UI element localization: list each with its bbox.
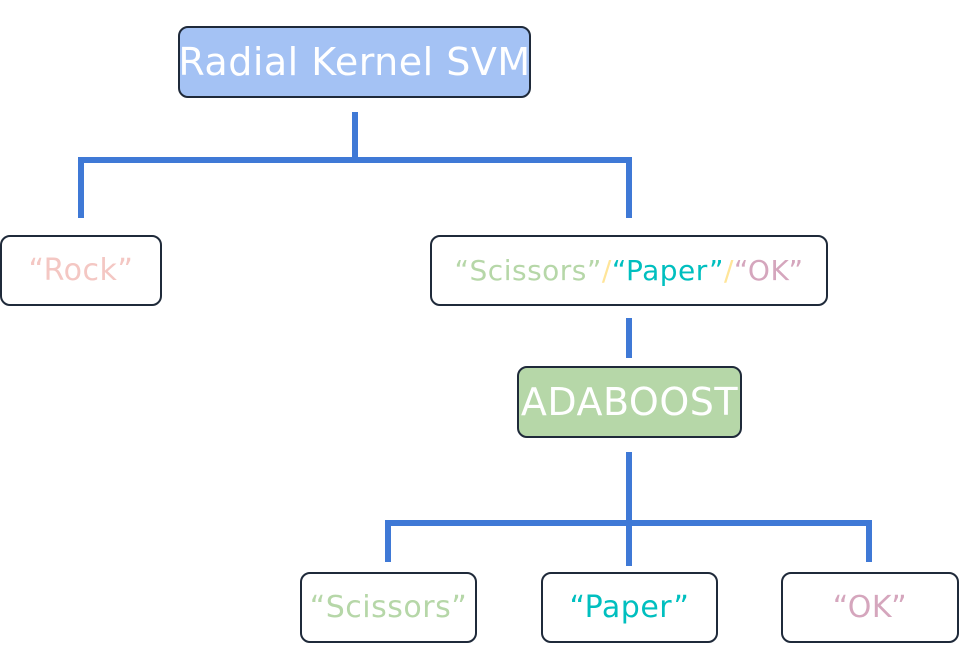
rest-separator-1: / — [601, 254, 612, 287]
node-radial-kernel-svm: Radial Kernel SVM — [178, 26, 531, 98]
rest-paper-label: “Paper” — [611, 254, 724, 287]
node-adaboost: ADABOOST — [517, 366, 742, 438]
node-scissors-paper-ok: “Scissors” / “Paper” / “OK” — [430, 235, 828, 306]
node-adaboost-label: ADABOOST — [520, 380, 739, 424]
node-ok: “OK” — [781, 572, 959, 643]
rest-separator-2: / — [723, 254, 734, 287]
rest-scissors-label: “Scissors” — [454, 254, 602, 287]
node-radial-kernel-svm-label: Radial Kernel SVM — [178, 40, 531, 84]
node-ok-label: “OK” — [832, 590, 908, 625]
node-rock-label: “Rock” — [28, 253, 134, 288]
node-rock: “Rock” — [0, 235, 162, 306]
node-paper: “Paper” — [541, 572, 718, 643]
node-scissors-label: “Scissors” — [309, 590, 468, 625]
node-scissors: “Scissors” — [300, 572, 477, 643]
rest-ok-label: “OK” — [733, 254, 804, 287]
node-paper-label: “Paper” — [569, 590, 690, 625]
